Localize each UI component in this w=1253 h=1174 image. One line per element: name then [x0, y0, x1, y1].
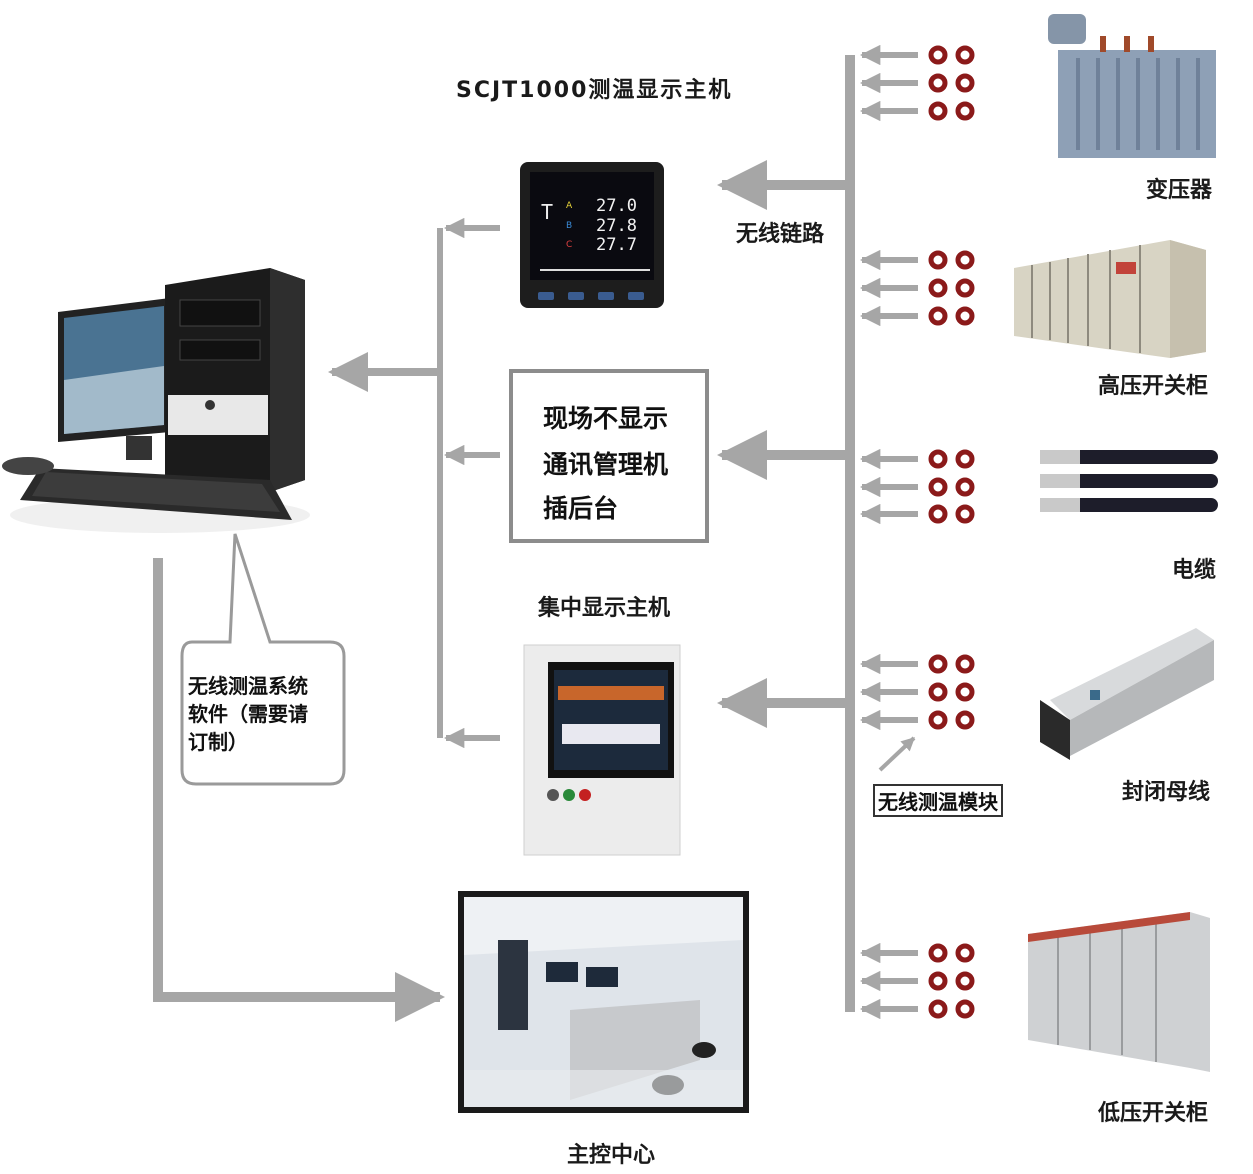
wireless-module-label: 无线测温模块 [873, 784, 1003, 817]
sensor-arrows [859, 44, 918, 1020]
concentrator-box: 现场不显示 通讯管理机 插后台 [509, 369, 709, 543]
arrow-to-control-center [153, 558, 445, 1022]
hv-switchgear-illustration [1014, 240, 1206, 358]
meter-value-c: 27.7 [596, 235, 637, 255]
software-line-1: 无线测温系统 [188, 674, 308, 698]
computer-illustration [2, 268, 310, 533]
equipment-transformer-label: 变压器 [1146, 178, 1213, 203]
meter-phase-b: B [566, 221, 573, 231]
concentrator-line-3: 插后台 [543, 494, 619, 523]
software-bubble [180, 533, 346, 786]
equipment-lv-switchgear-label: 低压开关柜 [1098, 1101, 1209, 1126]
concentrator-line-2: 通讯管理机 [543, 450, 669, 479]
transformer-illustration [1048, 14, 1216, 158]
meter-value-b: 27.8 [596, 216, 637, 236]
equipment-busway-label: 封闭母线 [1122, 780, 1211, 805]
concentrator-line-1: 现场不显示 [543, 404, 669, 433]
central-display-label: 集中显示主机 [538, 596, 671, 621]
busway-illustration [1040, 628, 1214, 760]
control-center-photo [458, 891, 749, 1113]
temperature-meter-illustration [520, 162, 664, 308]
meter-phase-a: A [566, 201, 573, 211]
control-center-label: 主控中心 [567, 1143, 656, 1168]
equipment-hv-switchgear-label: 高压开关柜 [1098, 374, 1209, 399]
wireless-link-label: 无线链路 [736, 222, 825, 247]
sensor-rings [928, 45, 975, 1019]
central-display-illustration [523, 644, 681, 856]
cable-illustration [1040, 450, 1218, 512]
display-host-label: SCJT1000测温显示主机 [456, 78, 733, 103]
meter-value-a: 27.0 [596, 196, 637, 216]
meter-t-symbol: T [541, 200, 554, 224]
software-line-3: 订制） [188, 730, 248, 754]
meter-phase-c: C [566, 240, 573, 250]
lv-switchgear-illustration [1028, 912, 1210, 1072]
equipment-cable-label: 电缆 [1172, 558, 1217, 583]
software-line-2: 软件（需要请 [188, 702, 308, 726]
